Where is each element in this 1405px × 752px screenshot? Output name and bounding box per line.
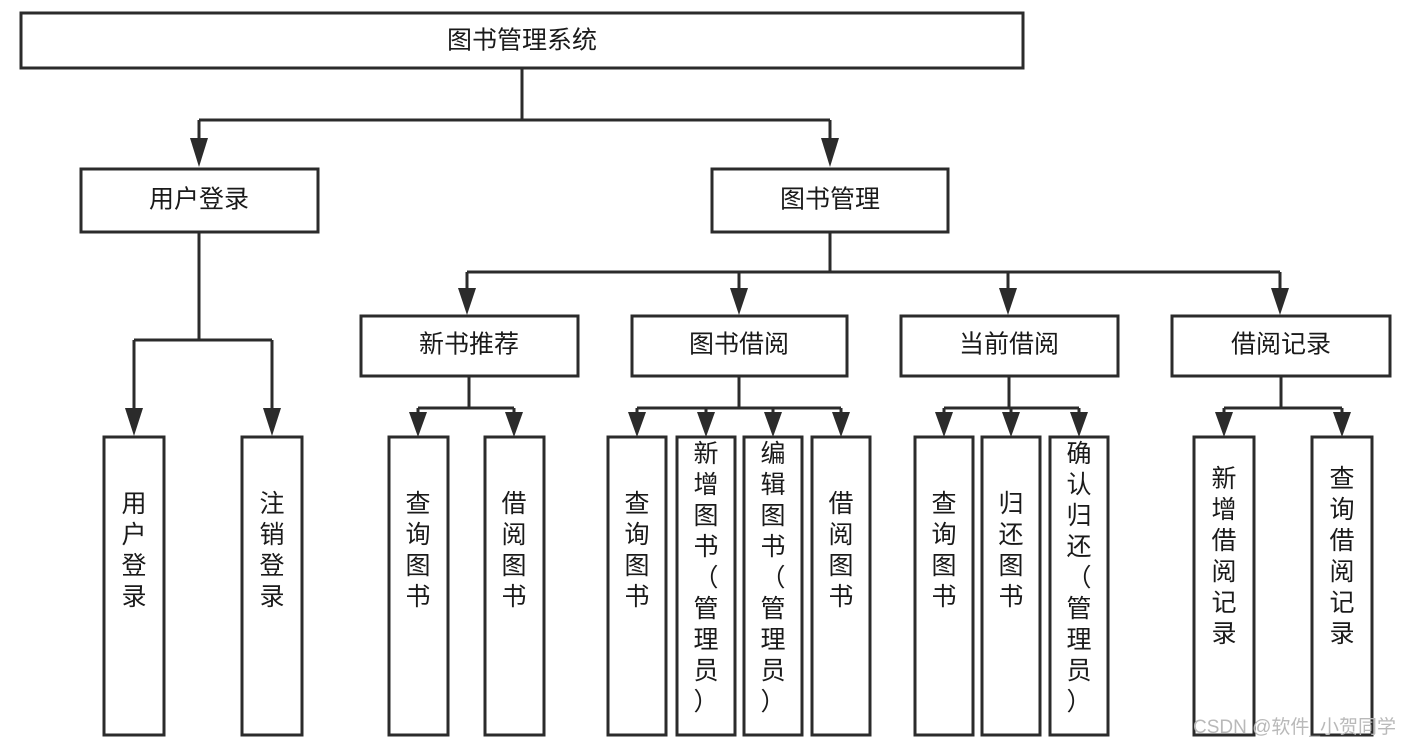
node-leaf-query-record-box[interactable] [1310, 435, 1374, 737]
node-leaf-add-record[interactable]: 新增借阅记录 [1192, 435, 1256, 737]
node-current-borrow-box[interactable] [899, 314, 1120, 378]
node-leaf-edit-book-label: 编辑图书（管理员） [760, 440, 785, 716]
arrow-head-leaf-query-book-2 [628, 412, 646, 437]
node-leaf-add-book-label: 新增图书（管理员） [693, 440, 718, 716]
node-leaf-return-book[interactable]: 归还图书 [980, 435, 1042, 737]
node-leaf-add-record-box[interactable] [1192, 435, 1256, 737]
node-leaf-borrow-book-2-label: 借阅图书 [828, 490, 853, 611]
node-leaf-edit-book-box[interactable] [742, 435, 804, 737]
node-leaf-user-login-label: 用户登录 [121, 490, 146, 611]
node-leaf-query-book-3-label: 查询图书 [931, 490, 956, 611]
node-leaf-query-book-1-label: 查询图书 [405, 490, 430, 611]
node-root-label: 图书管理系统 [447, 27, 597, 55]
node-leaf-query-record-label: 查询借阅记录 [1329, 465, 1354, 648]
node-leaf-user-login-box[interactable] [102, 435, 166, 737]
arrow-head-leaf-query-record [1333, 412, 1351, 437]
node-leaf-borrow-book-1-label: 借阅图书 [501, 490, 526, 611]
node-borrow-record-label: 借阅记录 [1231, 331, 1331, 359]
node-leaf-user-logout-label: 注销登录 [259, 490, 284, 611]
node-leaf-return-book-box[interactable] [980, 435, 1042, 737]
arrow-head-leaf-user-login [125, 408, 143, 436]
node-leaf-query-book-3-box[interactable] [913, 435, 975, 737]
node-book-borrow[interactable]: 图书借阅 [630, 314, 849, 378]
node-leaf-edit-book[interactable]: 编辑图书（管理员） [742, 435, 804, 737]
node-leaf-query-book-2-label: 查询图书 [624, 490, 649, 611]
node-current-borrow[interactable]: 当前借阅 [899, 314, 1120, 378]
arrow-head-leaf-edit-book [764, 412, 782, 437]
arrow-head-new-book-rec [458, 288, 476, 315]
node-leaf-query-book-2[interactable]: 查询图书 [606, 435, 668, 737]
arrow-head-leaf-query-book-1 [409, 412, 427, 437]
arrow-head-leaf-add-book [697, 412, 715, 437]
node-book-manage-label: 图书管理 [780, 186, 880, 214]
node-book-manage[interactable]: 图书管理 [710, 167, 950, 234]
arrow-head-book-manage [821, 138, 839, 167]
node-new-book-rec-box[interactable] [359, 314, 580, 378]
node-leaf-add-record-label: 新增借阅记录 [1211, 465, 1236, 648]
node-current-borrow-label: 当前借阅 [959, 331, 1059, 359]
node-leaf-return-book-label: 归还图书 [998, 490, 1023, 611]
node-leaf-query-book-1-box[interactable] [387, 435, 450, 737]
node-leaf-query-book-3[interactable]: 查询图书 [913, 435, 975, 737]
arrow-head-leaf-user-logout [263, 408, 281, 436]
arrow-head-leaf-query-book-3 [935, 412, 953, 437]
node-book-manage-box[interactable] [710, 167, 950, 234]
arrow-head-current-borrow [999, 288, 1017, 315]
node-leaf-user-logout[interactable]: 注销登录 [240, 435, 304, 737]
node-borrow-record-box[interactable] [1170, 314, 1392, 378]
arrow-head-borrow-record [1271, 288, 1289, 315]
node-leaf-borrow-book-2-box[interactable] [810, 435, 872, 737]
node-book-borrow-box[interactable] [630, 314, 849, 378]
node-leaf-query-book-2-box[interactable] [606, 435, 668, 737]
node-leaf-confirm-return[interactable]: 确认归还（管理员） [1048, 435, 1110, 737]
node-root-box[interactable] [19, 11, 1025, 70]
arrow-head-leaf-borrow-book-1 [505, 412, 523, 437]
node-user-login-label: 用户登录 [149, 186, 249, 214]
node-root[interactable]: 图书管理系统 [19, 11, 1025, 70]
node-leaf-borrow-book-2[interactable]: 借阅图书 [810, 435, 872, 737]
arrow-head-leaf-confirm-return [1070, 412, 1088, 437]
node-leaf-borrow-book-1-box[interactable] [483, 435, 546, 737]
node-leaf-query-record[interactable]: 查询借阅记录 [1310, 435, 1374, 737]
connector-layer [125, 68, 1351, 437]
node-leaf-confirm-return-label: 确认归还（管理员） [1066, 440, 1091, 716]
node-book-borrow-label: 图书借阅 [689, 331, 789, 359]
node-leaf-add-book[interactable]: 新增图书（管理员） [675, 435, 737, 737]
node-new-book-rec-label: 新书推荐 [419, 331, 519, 359]
node-leaf-add-book-box[interactable] [675, 435, 737, 737]
node-user-login-box[interactable] [79, 167, 320, 234]
node-borrow-record[interactable]: 借阅记录 [1170, 314, 1392, 378]
arrow-head-leaf-add-record [1215, 412, 1233, 437]
watermark-label: CSDN @软件_小贺同学 [1193, 716, 1396, 738]
node-leaf-query-book-1[interactable]: 查询图书 [387, 435, 450, 737]
arrow-head-book-borrow [730, 288, 748, 315]
node-leaf-user-logout-box[interactable] [240, 435, 304, 737]
node-leaf-borrow-book-1[interactable]: 借阅图书 [483, 435, 546, 737]
node-leaf-user-login[interactable]: 用户登录 [102, 435, 166, 737]
node-leaf-confirm-return-box[interactable] [1048, 435, 1110, 737]
arrow-head-leaf-return-book [1002, 412, 1020, 437]
arrow-head-user-login [190, 138, 208, 167]
node-new-book-rec[interactable]: 新书推荐 [359, 314, 580, 378]
node-user-login[interactable]: 用户登录 [79, 167, 320, 234]
arrow-head-leaf-borrow-book-2 [832, 412, 850, 437]
